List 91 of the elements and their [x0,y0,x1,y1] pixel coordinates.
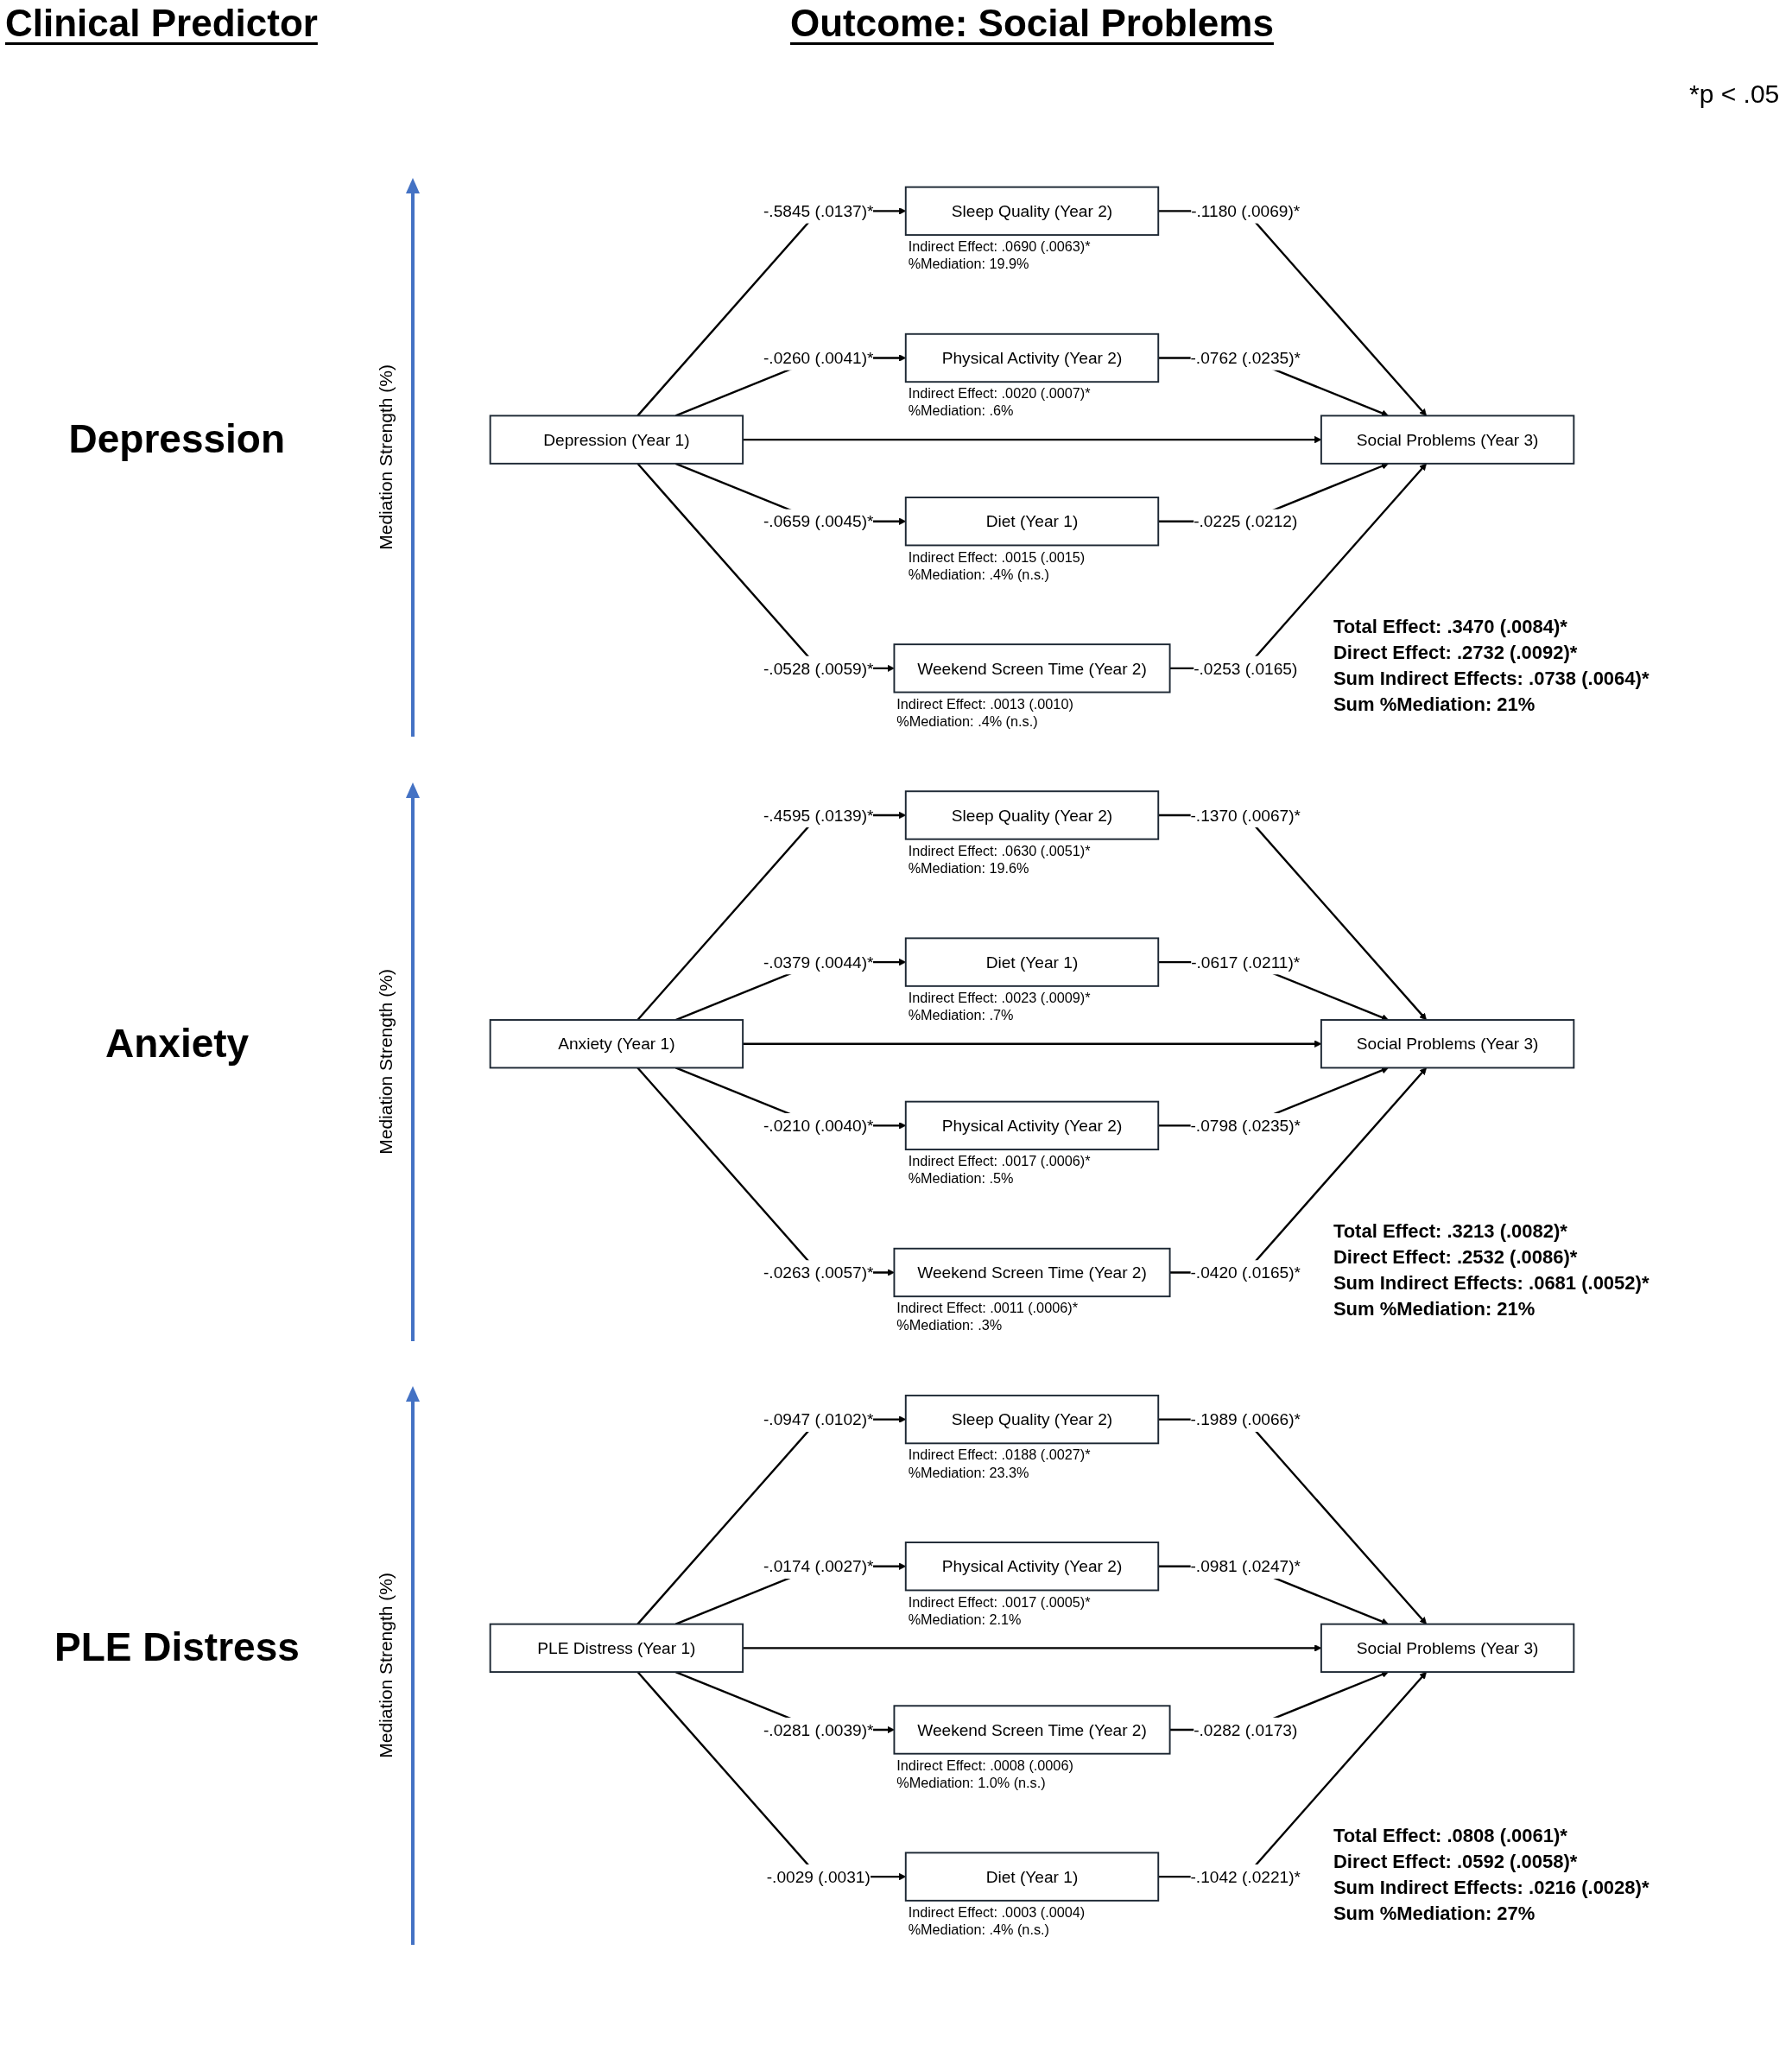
edge-label: -.0659 (.0045)* [763,511,874,530]
column-heading: Clinical Predictor [5,2,318,46]
arrow [1169,463,1427,669]
edge-label: -.0617 (.0211)* [1191,953,1301,972]
edge-label: -.1989 (.0066)* [1190,1409,1301,1428]
effect-summary: Sum Indirect Effects: .0681 (.0052)* [1333,1272,1650,1295]
edge-label: -.0029 (.0031) [766,1867,871,1886]
effect-note: Indirect Effect: .0690 (.0063)* [908,237,1091,254]
effect-note: %Mediation: 2.1% [908,1611,1022,1627]
arrow [636,1067,895,1276]
column-heading: Outcome: Social Problems [790,2,1274,46]
effect-summary: Direct Effect: .2532 (.0086)* [1333,1246,1578,1269]
effect-note: Indirect Effect: .0003 (.0004) [908,1903,1086,1920]
node-box: Social Problems (Year 3) [1320,1018,1575,1068]
effect-summary: Total Effect: .0808 (.0061)* [1333,1824,1567,1848]
arrow-label: Mediation Strength (%) [376,1573,396,1759]
edge-label: -.0282 (.0173) [1194,1720,1298,1739]
node-box: Social Problems (Year 3) [1320,414,1575,465]
effect-note: %Mediation: 23.3% [908,1464,1029,1480]
node-box: Sleep Quality (Year 2) [904,1394,1160,1444]
effect-note: Indirect Effect: .0011 (.0006)* [896,1299,1078,1315]
edge-label: -.0263 (.0057)* [763,1263,874,1282]
node-box: Diet (Year 1) [904,1851,1160,1902]
effect-note: %Mediation: 19.6% [908,859,1029,876]
edge-label: -.0981 (.0247)* [1190,1556,1301,1575]
effect-summary: Total Effect: .3213 (.0082)* [1333,1220,1567,1244]
edge-label: -.4595 (.0139)* [763,806,874,825]
node-box: Physical Activity (Year 2) [904,1100,1160,1150]
node-box: Diet (Year 1) [904,936,1160,987]
edge-label: -.0260 (.0041)* [763,348,874,367]
edge-label: -.1370 (.0067)* [1190,806,1301,825]
effect-note: Indirect Effect: .0020 (.0007)* [908,384,1091,401]
edge-label: -.0281 (.0039)* [763,1720,874,1739]
edge-label: -.0253 (.0165) [1194,658,1298,677]
edge-label: -.0379 (.0044)* [763,953,874,972]
edge-label: -.0225 (.0212) [1194,511,1298,530]
significance-note: *p < .05 [1689,79,1780,110]
effect-note: %Mediation: .4% (n.s.) [908,566,1049,582]
edge-label: -.0174 (.0027)* [763,1556,874,1575]
node-box: Diet (Year 1) [904,496,1160,546]
arrow [636,462,895,672]
edge-label: -.1042 (.0221)* [1190,1867,1301,1886]
effect-note: Indirect Effect: .0008 (.0006) [896,1757,1073,1773]
node-box: Physical Activity (Year 2) [904,332,1160,383]
effect-summary: Sum Indirect Effects: .0216 (.0028)* [1333,1876,1650,1900]
arrow-label: Mediation Strength (%) [376,364,396,550]
node-box: Anxiety (Year 1) [489,1018,744,1068]
edge-label: -.0947 (.0102)* [763,1409,874,1428]
edge-label: -.1180 (.0069)* [1191,201,1301,220]
effect-note: Indirect Effect: .0015 (.0015) [908,548,1086,565]
effect-summary: Direct Effect: .2732 (.0092)* [1333,642,1578,665]
edge-label: -.0528 (.0059)* [763,658,874,677]
node-box: Weekend Screen Time (Year 2) [893,643,1171,693]
effect-note: %Mediation: .4% (n.s.) [896,712,1038,729]
node-box: Physical Activity (Year 2) [904,1541,1160,1591]
effect-note: %Mediation: 1.0% (n.s.) [896,1774,1046,1790]
node-box: PLE Distress (Year 1) [489,1623,744,1673]
edge-label: -.0210 (.0040)* [763,1116,874,1135]
effect-note: Indirect Effect: .0188 (.0027)* [908,1447,1091,1462]
effect-summary: Sum Indirect Effects: .0738 (.0064)* [1333,668,1650,691]
effect-note: %Mediation: .5% [908,1169,1014,1186]
effect-summary: Sum %Mediation: 27% [1333,1902,1536,1926]
effect-summary: Sum %Mediation: 21% [1333,1298,1536,1321]
effect-note: Indirect Effect: .0017 (.0005)* [908,1593,1091,1610]
row-heading: Depression [68,416,286,463]
edge-label: -.5845 (.0137)* [763,201,874,220]
effect-summary: Sum %Mediation: 21% [1333,693,1536,717]
effect-note: %Mediation: .6% [908,402,1014,418]
effect-note: %Mediation: .4% (n.s.) [908,1921,1049,1937]
effect-note: Indirect Effect: .0023 (.0009)* [908,989,1091,1005]
node-box: Weekend Screen Time (Year 2) [893,1247,1171,1297]
edge-label: -.0762 (.0235)* [1190,348,1301,367]
node-box: Weekend Screen Time (Year 2) [893,1704,1171,1755]
arrow [1169,1067,1427,1274]
row-heading: Anxiety [105,1020,250,1067]
effect-summary: Direct Effect: .0592 (.0058)* [1333,1850,1578,1874]
node-box: Depression (Year 1) [489,414,744,465]
node-box: Sleep Quality (Year 2) [904,186,1160,236]
node-box: Sleep Quality (Year 2) [904,789,1160,840]
effect-note: Indirect Effect: .0017 (.0006)* [908,1152,1091,1168]
row-heading: PLE Distress [54,1624,300,1671]
effect-note: Indirect Effect: .0013 (.0010) [896,695,1073,712]
effect-note: %Mediation: 19.9% [908,255,1029,271]
edge-label: -.0420 (.0165)* [1190,1263,1301,1282]
effect-note: %Mediation: .7% [908,1006,1014,1023]
edge-label: -.0798 (.0235)* [1190,1116,1301,1135]
effect-note: %Mediation: .3% [896,1316,1003,1333]
effect-note: Indirect Effect: .0630 (.0051)* [908,842,1091,858]
node-box: Social Problems (Year 3) [1320,1623,1575,1673]
effect-summary: Total Effect: .3470 (.0084)* [1333,616,1567,639]
arrow-label: Mediation Strength (%) [376,968,396,1155]
